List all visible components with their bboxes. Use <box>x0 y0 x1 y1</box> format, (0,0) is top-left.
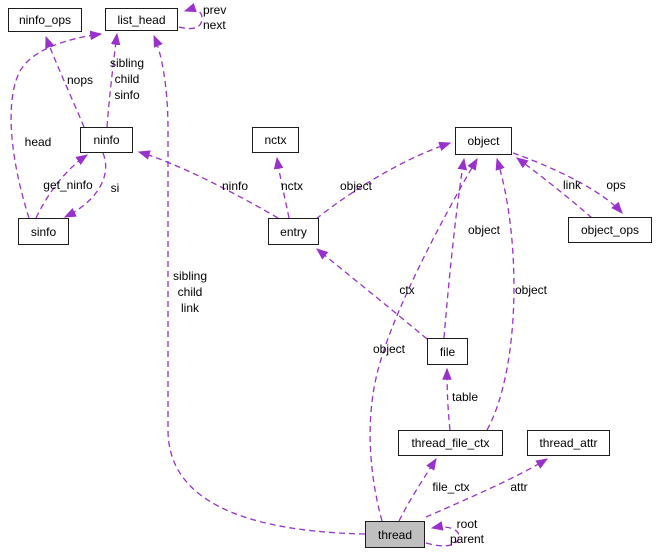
edge-sinfo-to-ninfo <box>35 154 88 219</box>
edge-thread-to-thread-file-ctx <box>398 457 437 522</box>
node-object[interactable]: object <box>455 127 512 155</box>
edge-thread-to-list-head <box>153 34 366 535</box>
edge-file-to-entry <box>316 248 428 340</box>
edge-label-object-thread: object <box>372 342 406 356</box>
node-nctx[interactable]: nctx <box>252 127 299 153</box>
node-thread-attr[interactable]: thread_attr <box>527 430 610 456</box>
node-ninfo[interactable]: ninfo <box>80 127 133 153</box>
edge-label-sibling-child-sinfo: sibling child sinfo <box>109 56 145 102</box>
edge-label-object-thread-file-ctx: object <box>514 283 548 297</box>
edge-label-ctx: ctx <box>399 283 415 297</box>
edge-label-prev-next: prev next <box>203 3 227 32</box>
node-object-ops[interactable]: object_ops <box>568 217 652 243</box>
edge-thread-file-ctx-to-file <box>442 367 452 431</box>
edge-label-object-file: object <box>467 223 501 237</box>
edge-label-si: si <box>110 181 120 195</box>
edge-list-head-self <box>178 3 203 30</box>
node-list-head[interactable]: list_head <box>105 8 178 31</box>
node-file[interactable]: file <box>427 338 468 365</box>
edge-thread-file-ctx-to-object <box>486 157 515 431</box>
edge-sinfo-to-list-head <box>10 30 103 219</box>
edge-entry-to-ninfo <box>137 150 279 219</box>
edge-ninfo-to-list-head <box>106 32 121 128</box>
edge-label-attr: attr <box>510 480 528 494</box>
edge-label-nops: nops <box>66 73 94 87</box>
edge-label-object-entry: object <box>339 179 373 193</box>
node-ninfo-ops[interactable]: ninfo_ops <box>8 8 82 32</box>
node-thread-file-ctx[interactable]: thread_file_ctx <box>398 430 503 456</box>
edge-entry-to-nctx <box>273 156 290 219</box>
edge-label-get-ninfo: get_ninfo <box>43 178 93 192</box>
edge-thread-to-thread-attr <box>425 458 549 518</box>
edge-object-to-object-ops <box>512 152 623 214</box>
edge-label-nctx: nctx <box>280 179 304 193</box>
edge-ninfo-to-sinfo <box>63 152 107 218</box>
edge-label-table: table <box>451 390 479 404</box>
edge-entry-to-object <box>315 141 452 220</box>
edge-label-root-parent: root parent <box>449 517 485 546</box>
edge-label-ninfo: ninfo <box>221 179 249 193</box>
edge-label-sibling-child-link: sibling child link <box>172 269 208 315</box>
node-thread: thread <box>365 521 425 548</box>
edge-label-link: link <box>562 178 582 192</box>
edge-label-ops: ops <box>606 178 626 192</box>
edge-label-head: head <box>24 135 52 149</box>
edge-thread-to-object <box>369 157 478 522</box>
node-sinfo[interactable]: sinfo <box>18 218 69 245</box>
edge-label-file-ctx: file_ctx <box>432 480 470 494</box>
node-entry[interactable]: entry <box>268 218 319 245</box>
edge-object-ops-to-object <box>516 157 593 219</box>
